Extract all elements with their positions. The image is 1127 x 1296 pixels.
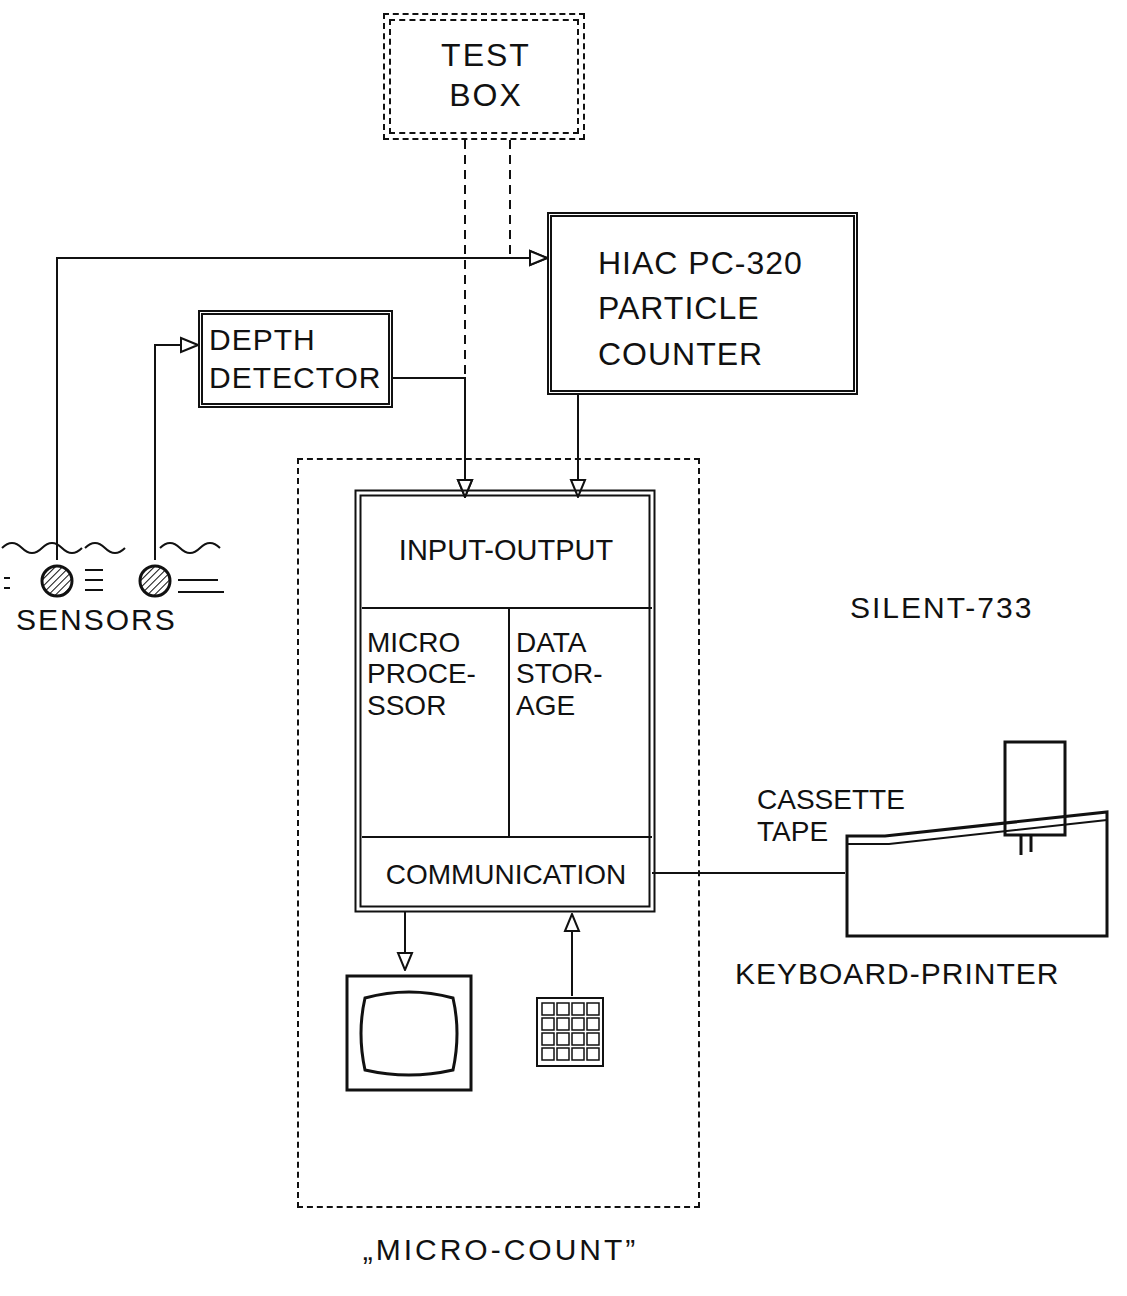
node-label: HIAC PC-320 PARTICLE COUNTER: [598, 241, 843, 377]
node-label: SILENT-733: [850, 590, 1110, 626]
node-label: DEPTH DETECTOR: [209, 321, 387, 396]
particle-counter-box: HIAC PC-320 PARTICLE COUNTER: [547, 212, 858, 395]
node-label: COMMUNICATION: [362, 858, 650, 892]
io-section: INPUT-OUTPUT: [362, 497, 652, 609]
node-label: MICRO PROCE- SSOR: [367, 627, 499, 721]
sensor-balls: [12, 560, 222, 602]
node-label: TEST BOX: [421, 35, 551, 115]
micro-count-housing: „MICRO-COUNT”INPUT-OUTPUTMICRO PROCE- SS…: [297, 458, 700, 1208]
keyboard-printer: SILENT-733CASSETTE TAPEKEYBOARD-PRINTER: [845, 740, 1110, 940]
depth-detector-box: DEPTH DETECTOR: [198, 310, 393, 408]
node-label: DATA STOR- AGE: [516, 627, 646, 721]
storage-section: DATA STOR- AGE: [510, 609, 652, 836]
node-label: INPUT-OUTPUT: [362, 533, 650, 568]
computer-frame-monitor-keypad: [297, 458, 700, 1208]
signal-line: [393, 378, 465, 497]
communication-section: COMMUNICATION: [362, 836, 652, 909]
test-signal-line: [510, 140, 547, 258]
test-box: TEST BOX: [383, 13, 585, 140]
signal-line: [577, 395, 579, 497]
node-label: CASSETTE TAPE: [757, 784, 925, 848]
teletype-terminal: [845, 740, 1110, 940]
signal-line: [57, 258, 547, 560]
sensor-group: SENSORS: [12, 560, 222, 644]
processor-section: MICRO PROCE- SSOR: [362, 609, 510, 836]
signal-line: [155, 345, 198, 560]
node-label: SENSORS: [16, 602, 216, 638]
signal-line: [652, 872, 845, 874]
node-label: „MICRO-COUNT”: [279, 1232, 722, 1268]
node-label: KEYBOARD-PRINTER: [735, 956, 1115, 992]
water-surface: [2, 543, 224, 592]
